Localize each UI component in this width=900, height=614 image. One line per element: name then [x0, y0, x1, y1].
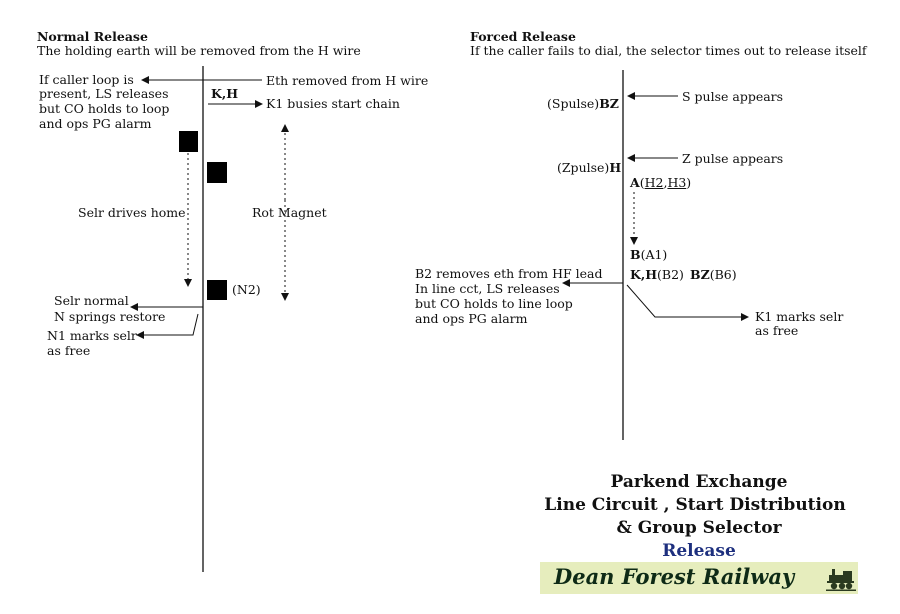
h2-contact: H2: [644, 175, 664, 190]
title-line-3: & Group Selector: [616, 518, 782, 538]
b-relay-letter: B: [630, 247, 641, 262]
spulse-prefix: (Spulse): [547, 96, 600, 111]
caller-loop-line-2: present, LS releases: [39, 86, 169, 101]
relay-block-2: [207, 162, 227, 183]
title-line-1: Parkend Exchange: [610, 472, 788, 492]
bz-b6-label: BZ(B6): [690, 267, 737, 282]
k1-busies-label: K1 busies start chain: [266, 96, 400, 111]
n2-label: (N2): [232, 282, 261, 297]
forced-release-heading: Forced Release: [470, 29, 576, 44]
kh-contact: (B2): [657, 267, 684, 282]
k1-marks-arrow: [626, 284, 749, 321]
n1-as-free-label: as free: [47, 343, 91, 358]
caller-loop-line-1: If caller loop is: [39, 72, 134, 87]
caller-loop-line-3: but CO holds to loop: [39, 101, 170, 116]
normal-release-heading: Normal Release: [37, 29, 148, 44]
a-comma: ,: [663, 175, 668, 190]
b2-line-4: and ops PG alarm: [415, 311, 528, 326]
a-relay-letter: A: [630, 175, 640, 190]
a-paren-close: ): [686, 175, 692, 190]
kh-label: K,H: [211, 86, 239, 101]
b-relay-contact: (A1): [640, 247, 668, 262]
title-line-2: Line Circuit , Start Distribution: [544, 495, 846, 515]
b-relay-label: B(A1): [630, 247, 667, 262]
spulse-bz: BZ: [599, 96, 619, 111]
selr-normal-label: Selr normal: [54, 293, 129, 308]
k1-as-free-label: as free: [755, 323, 799, 338]
selr-drives-label: Selr drives home: [78, 205, 186, 220]
relay-block-1: [179, 131, 198, 152]
railway-banner: [540, 562, 858, 594]
k1-marks-label: K1 marks selr: [755, 309, 844, 324]
title-release: Release: [662, 541, 736, 561]
banner-text: Dean Forest Railway: [554, 564, 795, 589]
spulse-label: (Spulse)BZ: [547, 96, 619, 111]
normal-release-subtitle: The holding earth will be removed from t…: [37, 43, 361, 58]
n-springs-label: N springs restore: [54, 309, 166, 324]
b2-line-2: In line cct, LS releases: [415, 281, 560, 296]
zpulse-prefix: (Zpulse): [557, 160, 610, 175]
relay-block-3: [207, 280, 227, 300]
eth-removed-label: Eth removed from H wire: [266, 73, 429, 88]
kh-b2-label: K,H(B2): [630, 267, 684, 282]
forced-release-subtitle: If the caller fails to dial, the selecto…: [470, 43, 867, 58]
kh-letters: K,H: [630, 267, 658, 282]
zpulse-h: H: [609, 160, 622, 175]
a-paren-open: (: [639, 175, 645, 190]
b2-line-1: B2 removes eth from HF lead: [415, 266, 603, 281]
bz-letters: BZ: [690, 267, 710, 282]
b2-line-3: but CO holds to line loop: [415, 296, 573, 311]
caller-loop-line-4: and ops PG alarm: [39, 116, 152, 131]
bz-contact: (B6): [709, 267, 737, 282]
h3-contact: H3: [667, 175, 687, 190]
n1-marks-arrow: [136, 313, 199, 339]
steam-locomotive-icon: [826, 569, 856, 591]
s-pulse-label: S pulse appears: [682, 89, 784, 104]
n1-marks-label: N1 marks selr: [47, 328, 137, 343]
rot-magnet-label: Rot Magnet: [252, 205, 327, 220]
zpulse-label: (Zpulse)H: [557, 160, 621, 175]
a-relay-label: A(H2,H3): [630, 175, 691, 190]
z-pulse-label: Z pulse appears: [682, 151, 784, 166]
